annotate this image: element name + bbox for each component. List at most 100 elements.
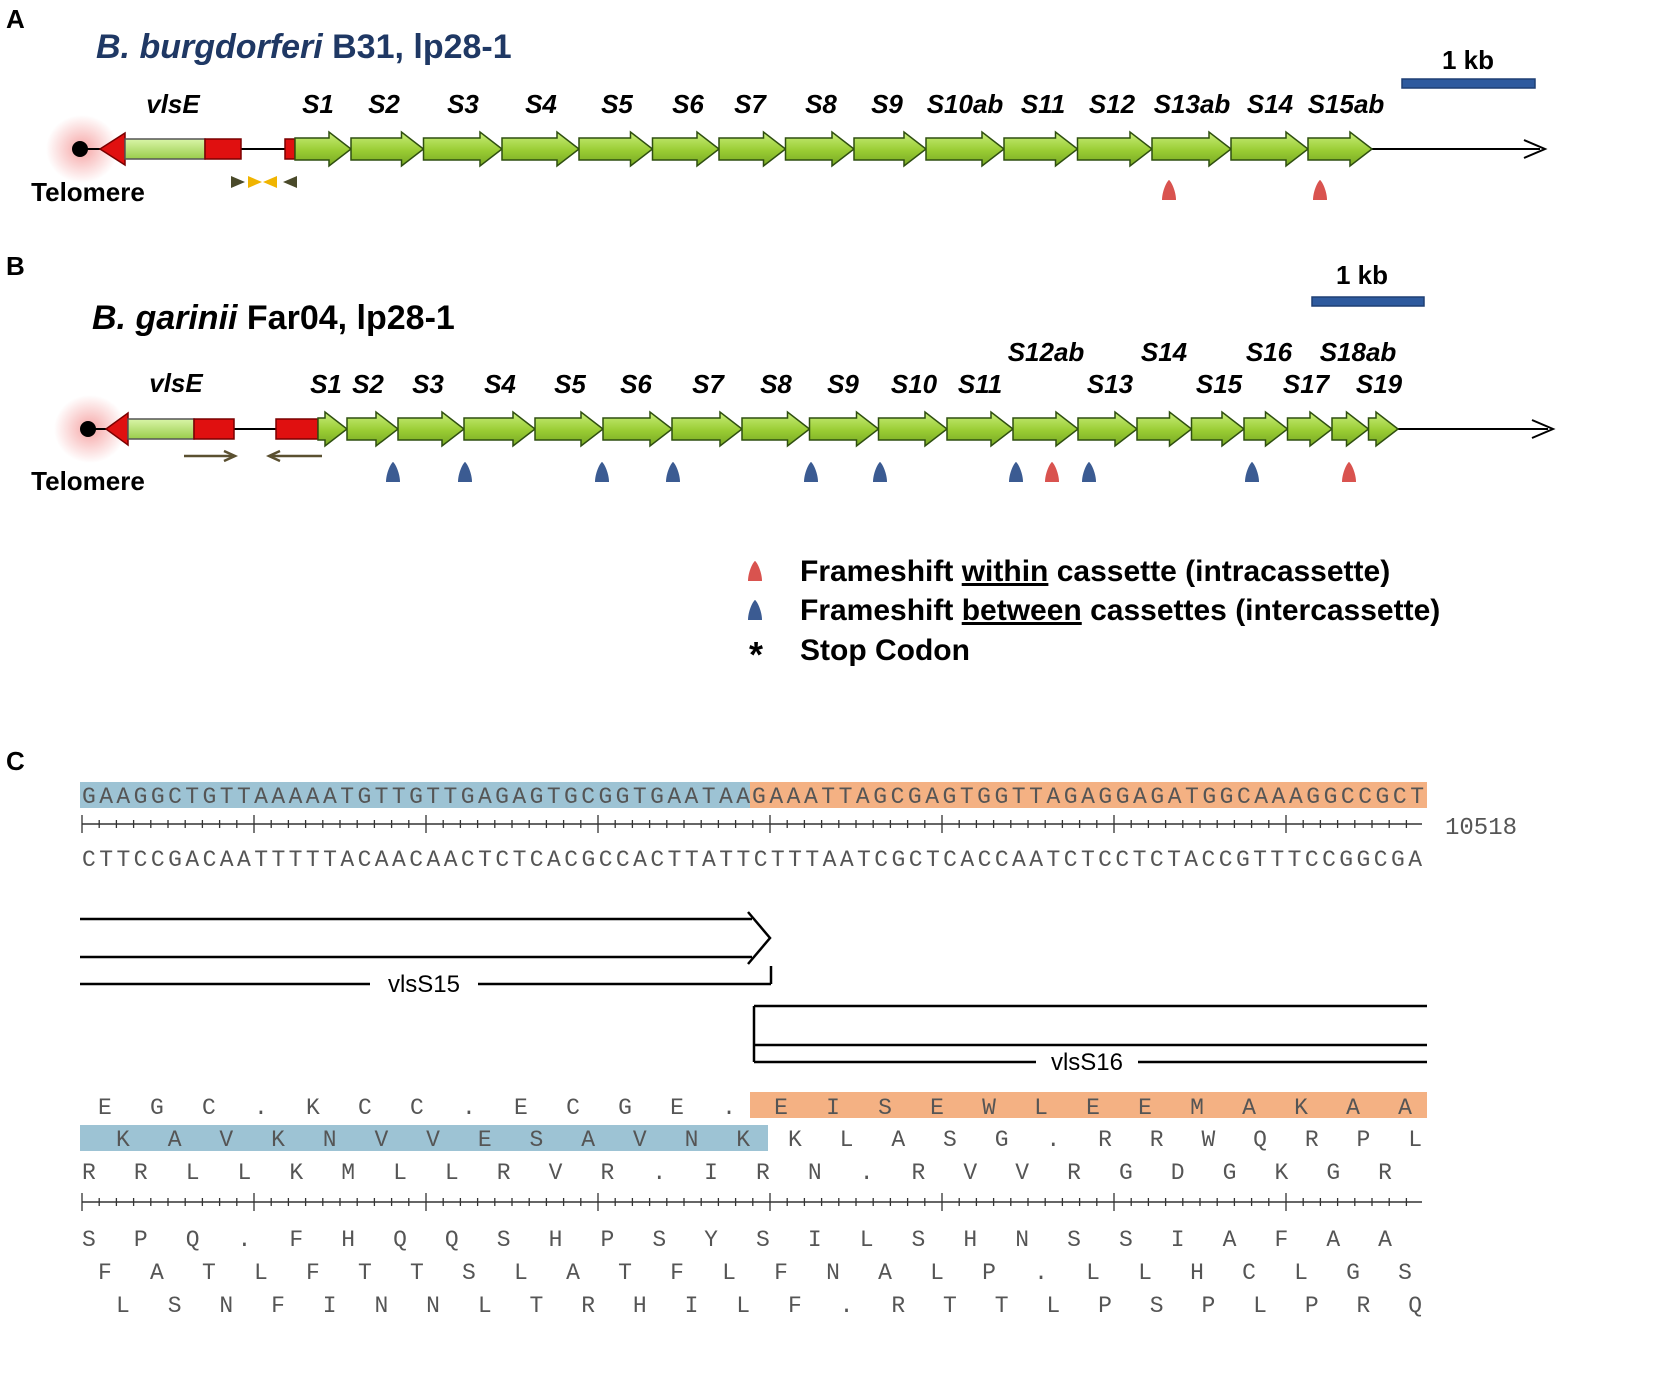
panel-b-inter-mark-7 bbox=[1082, 462, 1096, 482]
panel-b-title: B. garinii Far04, lp28-1 bbox=[92, 299, 455, 337]
feature-vlss15-label: vlsS15 bbox=[388, 971, 460, 998]
translation-frame-2: K A V K N V V E S A V N K K L A S G . R … bbox=[116, 1127, 1422, 1153]
panel-b-cassette-s8 bbox=[741, 410, 811, 448]
panel-b-cassette-s4 bbox=[463, 410, 537, 448]
panel-a-cassette-s12 bbox=[1076, 130, 1154, 168]
panel-b-frameshift-marks bbox=[386, 462, 1356, 482]
legend-inter-prefix: Frameshift bbox=[800, 594, 962, 627]
legend-inter-marker bbox=[748, 600, 762, 620]
panel-a-primer-marks bbox=[231, 176, 297, 188]
panel-c-letter: C bbox=[6, 746, 25, 776]
panel-a-label-s8: S8 bbox=[805, 89, 837, 119]
panel-b-intra-mark-1 bbox=[1342, 462, 1356, 482]
panel-b-cassette-s14 bbox=[1136, 410, 1193, 448]
panel-b-vlse-label: vlsE bbox=[149, 368, 203, 398]
panel-b-label-s10: S10 bbox=[891, 369, 938, 399]
panel-a-label-s2: S2 bbox=[368, 89, 400, 119]
legend-stop-symbol: * bbox=[749, 634, 763, 675]
legend-stop-text: Stop Codon bbox=[800, 634, 970, 667]
legend-inter-text: Frameshift between cassettes (intercasse… bbox=[800, 594, 1440, 627]
panel-a-cassette-s4 bbox=[501, 130, 581, 168]
panel-b-cassette-s10 bbox=[877, 410, 949, 448]
panel-b-label-s12ab: S12ab bbox=[1008, 337, 1085, 367]
legend-intra-suffix: cassette (intracassette) bbox=[1048, 555, 1390, 588]
panel-b-cassette-s16 bbox=[1243, 410, 1289, 448]
panel-a-telomere-dot bbox=[72, 141, 88, 157]
panel-a-vlse-label: vlsE bbox=[146, 89, 200, 119]
position-label: 10518 bbox=[1445, 815, 1517, 842]
panel-a-cassette-s5 bbox=[578, 130, 654, 168]
panel-a-intra-mark-0 bbox=[1162, 180, 1176, 200]
panel-b-cassette-s12ab bbox=[1012, 410, 1080, 448]
panel-b-cassette-s6 bbox=[602, 410, 674, 448]
panel-a-letter: A bbox=[6, 4, 25, 34]
panel-b-inter-mark-5 bbox=[873, 462, 887, 482]
translation-frame-1: E G C . K C C . E C G E . E I S E W L E … bbox=[98, 1095, 1412, 1121]
panel-b-label-s13: S13 bbox=[1087, 369, 1134, 399]
panel-a: A B. burgdorferi B31, lp28-1 1 kb vlsE T… bbox=[6, 4, 1548, 207]
panel-b-cassette-s5 bbox=[534, 410, 605, 448]
panel-b-intra-mark-0 bbox=[1045, 462, 1059, 482]
panel-b-scale-label: 1 kb bbox=[1336, 260, 1388, 290]
panel-a-cassette-s8 bbox=[784, 130, 856, 168]
panel-b-label-s1: S1 bbox=[310, 369, 342, 399]
panel-a-cassette-s9 bbox=[853, 130, 928, 168]
feature-vlss16 bbox=[752, 1004, 1427, 1064]
panel-b-cassette-s2 bbox=[346, 410, 400, 448]
panel-b-label-s18ab: S18ab bbox=[1320, 337, 1397, 367]
panel-b-label-s17: S17 bbox=[1283, 369, 1331, 399]
panel-b-vlse-gene bbox=[104, 411, 319, 447]
panel-a-cassette-s6 bbox=[651, 130, 721, 168]
panel-a-frameshift-marks bbox=[1162, 180, 1327, 200]
panel-a-label-s9: S9 bbox=[871, 89, 903, 119]
frame1-highlight-orange bbox=[750, 1092, 1427, 1118]
panel-a-label-s3: S3 bbox=[447, 89, 479, 119]
panel-b-cassette-arrows bbox=[317, 410, 1400, 448]
panel-b-label-s4: S4 bbox=[484, 369, 516, 399]
legend-intra-keyword: within bbox=[961, 555, 1049, 588]
seq-highlight-blue bbox=[80, 782, 750, 808]
panel-b-cassette-s18ab bbox=[1331, 410, 1370, 448]
panel-b-label-s15: S15 bbox=[1196, 369, 1243, 399]
panel-b-cassette-s9 bbox=[808, 410, 880, 448]
seq-highlight-orange bbox=[750, 782, 1427, 808]
panel-b-inter-mark-3 bbox=[666, 462, 680, 482]
panel-a-cassette-s2 bbox=[350, 130, 425, 168]
panel-a-telomere-label: Telomere bbox=[31, 177, 145, 207]
panel-a-cassette-s13ab bbox=[1151, 130, 1233, 168]
panel-b-label-s8: S8 bbox=[760, 369, 792, 399]
panel-a-label-s7: S7 bbox=[734, 89, 767, 119]
panel-a-species: B. burgdorferi bbox=[96, 28, 324, 66]
panel-a-strain: B31, lp28-1 bbox=[323, 28, 512, 66]
panel-b-backbone-arrowhead bbox=[1531, 419, 1556, 439]
panel-b-cassette-s15 bbox=[1190, 410, 1246, 448]
panel-a-label-s5: S5 bbox=[601, 89, 633, 119]
panel-b-inter-mark-4 bbox=[804, 462, 818, 482]
panel-b-inter-mark-6 bbox=[1009, 462, 1023, 482]
panel-b-cassette-s17 bbox=[1286, 410, 1334, 448]
panel-b-cassette-s7 bbox=[671, 410, 744, 448]
panel-b-inter-mark-2 bbox=[595, 462, 609, 482]
panel-b-label-s3: S3 bbox=[412, 369, 444, 399]
legend-inter-suffix: cassettes (intercassette) bbox=[1082, 594, 1441, 627]
panel-a-label-s4: S4 bbox=[525, 89, 557, 119]
panel-b-label-s6: S6 bbox=[620, 369, 652, 399]
panel-b-inter-mark-0 bbox=[386, 462, 400, 482]
panel-b-cassette-s1 bbox=[317, 410, 349, 448]
panel-a-cassette-s1 bbox=[294, 130, 353, 168]
panel-b-species: B. garinii bbox=[92, 299, 239, 337]
legend: Frameshift within cassette (intracassett… bbox=[748, 555, 1440, 675]
panel-c: C GAAGGCTGTTAAAAATGTTGTTGAGAGTGCGGTGAATA… bbox=[6, 746, 1517, 1319]
panel-a-label-s6: S6 bbox=[672, 89, 704, 119]
panel-a-label-s11: S11 bbox=[1021, 89, 1065, 119]
panel-b-label-s11: S11 bbox=[958, 369, 1002, 399]
panel-a-intra-mark-1 bbox=[1313, 180, 1327, 200]
seq-top-orange: GAAATTAGCGAGTGGTTAGAGGAGATGGCAAAGGCCGCT bbox=[752, 784, 1424, 810]
feature-vlss15 bbox=[80, 911, 773, 986]
panel-b-cassette-s13 bbox=[1077, 410, 1139, 448]
panel-b-cassette-s19 bbox=[1367, 410, 1400, 448]
panel-b-telomere-dot bbox=[80, 421, 96, 437]
panel-a-cassette-s10ab bbox=[925, 130, 1006, 168]
